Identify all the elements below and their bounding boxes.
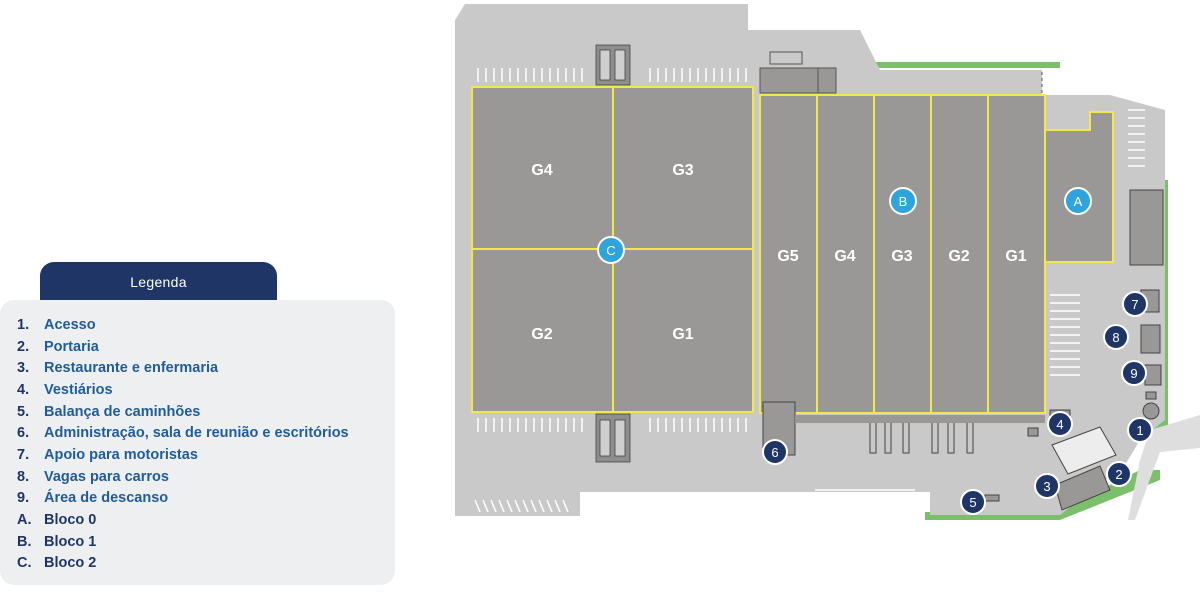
legend-item-id: 5. (17, 403, 30, 420)
legend-item-label: Bloco 2 (44, 555, 97, 572)
bloco1-warehouse-g2 (930, 94, 989, 414)
bloco2-warehouse-g1 (612, 248, 754, 413)
bloco2-label-g4: G4 (531, 162, 552, 179)
bloco2-label-g1: G1 (672, 326, 693, 343)
bloco2-warehouse-g2 (471, 248, 614, 413)
legend-item-label: Bloco 1 (44, 533, 97, 550)
legend-item-id: 6. (17, 425, 30, 442)
legend-item: 2. Portaria (17, 336, 395, 358)
docking-bays (595, 44, 631, 463)
service-buildings (759, 51, 837, 94)
svg-text:A: A (1074, 194, 1083, 209)
parking-stripes (474, 68, 1145, 513)
legend-item-id: 9. (17, 490, 30, 507)
legend-item: 7. Apoio para motoristas (17, 444, 395, 466)
legend-item-id: 1. (17, 316, 30, 333)
legend-item-label: Apoio para motoristas (44, 446, 198, 463)
bloco1-warehouse-g1 (987, 94, 1046, 414)
marker-8-vagas-carros[interactable]: 8 (1103, 324, 1129, 350)
marker-3-restaurante[interactable]: 3 (1034, 473, 1060, 499)
legend-item-id: 8. (17, 468, 30, 485)
legend-item-label: Acesso (44, 316, 96, 333)
legend-item-label: Administração, sala de reunião e escritó… (44, 425, 349, 442)
legend-item: A. Bloco 0 (17, 509, 395, 531)
bloco1-label-g2: G2 (948, 248, 969, 265)
marker-2-portaria[interactable]: 2 (1106, 461, 1132, 487)
legend-item-id: 7. (17, 446, 30, 463)
legend-item-id: C. (17, 555, 32, 572)
legend-item-label: Vestiários (44, 381, 113, 398)
bloco-1 (759, 94, 1046, 414)
bloco1-label-g3: G3 (891, 248, 912, 265)
block-marker-b[interactable]: B (889, 187, 917, 215)
legend-item-label: Vagas para carros (44, 468, 169, 485)
legend-item-label: Portaria (44, 338, 99, 355)
svg-text:C: C (606, 243, 615, 258)
bloco-0 (1044, 111, 1114, 263)
legend-item-label: Balança de caminhões (44, 403, 201, 420)
legend-title: Legenda (40, 262, 277, 302)
legend-item: 4. Vestiários (17, 379, 395, 401)
legend-item-id: 3. (17, 360, 30, 377)
legend-item: 8. Vagas para carros (17, 466, 395, 488)
legend-item-id: A. (17, 512, 32, 529)
svg-text:7: 7 (1131, 297, 1138, 312)
bloco1-label-g4: G4 (834, 248, 855, 265)
bloco2-warehouse-g3 (612, 86, 754, 250)
legend-panel: 1. Acesso 2. Portaria 3. Restaurante e enfe… (0, 300, 395, 585)
legend-item: 1. Acesso (17, 314, 395, 336)
block-marker-c[interactable]: C (597, 236, 625, 264)
marker-6-administracao[interactable]: 6 (762, 439, 788, 465)
svg-text:6: 6 (771, 445, 778, 460)
legend-item-label: Restaurante e enfermaria (44, 360, 219, 377)
bloco2-label-g2: G2 (531, 326, 552, 343)
bloco-2 (471, 86, 754, 413)
svg-text:1: 1 (1136, 423, 1143, 438)
bloco1-label-g1: G1 (1005, 248, 1026, 265)
marker-5-balanca[interactable]: 5 (960, 489, 986, 515)
marker-7-apoio-motoristas[interactable]: 7 (1122, 291, 1148, 317)
svg-text:9: 9 (1130, 366, 1137, 381)
marker-9-area-descanso[interactable]: 9 (1121, 360, 1147, 386)
legend-item-label: Área de descanso (44, 490, 169, 507)
legend-item: B. Bloco 1 (17, 531, 395, 553)
svg-text:5: 5 (969, 495, 976, 510)
numbered-markers: 1 2 3 4 5 6 7 8 9 (762, 291, 1153, 515)
bloco1-warehouse-g3 (873, 94, 932, 414)
marker-1-acesso[interactable]: 1 (1127, 417, 1153, 443)
svg-text:2: 2 (1115, 467, 1122, 482)
bloco2-label-g3: G3 (672, 162, 693, 179)
legend-item-id: 2. (17, 338, 30, 355)
block-markers: A B C (597, 187, 1092, 264)
svg-text:3: 3 (1043, 479, 1050, 494)
legend-item: 9. Área de descanso (17, 488, 395, 510)
svg-text:4: 4 (1056, 417, 1063, 432)
marker-4-vestiarios[interactable]: 4 (1047, 411, 1073, 437)
svg-text:8: 8 (1112, 330, 1119, 345)
legend-item: 3. Restaurante e enfermaria (17, 357, 395, 379)
legend-item: C. Bloco 2 (17, 553, 395, 575)
block-marker-a[interactable]: A (1064, 187, 1092, 215)
legend-item: 6. Administração, sala de reunião e escri… (17, 422, 395, 444)
legend-item-id: 4. (17, 381, 30, 398)
svg-text:B: B (899, 194, 908, 209)
legend-item-label: Bloco 0 (44, 512, 97, 529)
bloco1-label-g5: G5 (777, 248, 798, 265)
access-road (1128, 415, 1200, 520)
warehouse-labels: G4 G3 G2 G1 G5 G4 G3 G2 G1 (531, 162, 1026, 343)
bloco1-warehouse-g4 (816, 94, 875, 414)
legend-item-id: B. (17, 533, 32, 550)
legend-item: 5. Balança de caminhões (17, 401, 395, 423)
